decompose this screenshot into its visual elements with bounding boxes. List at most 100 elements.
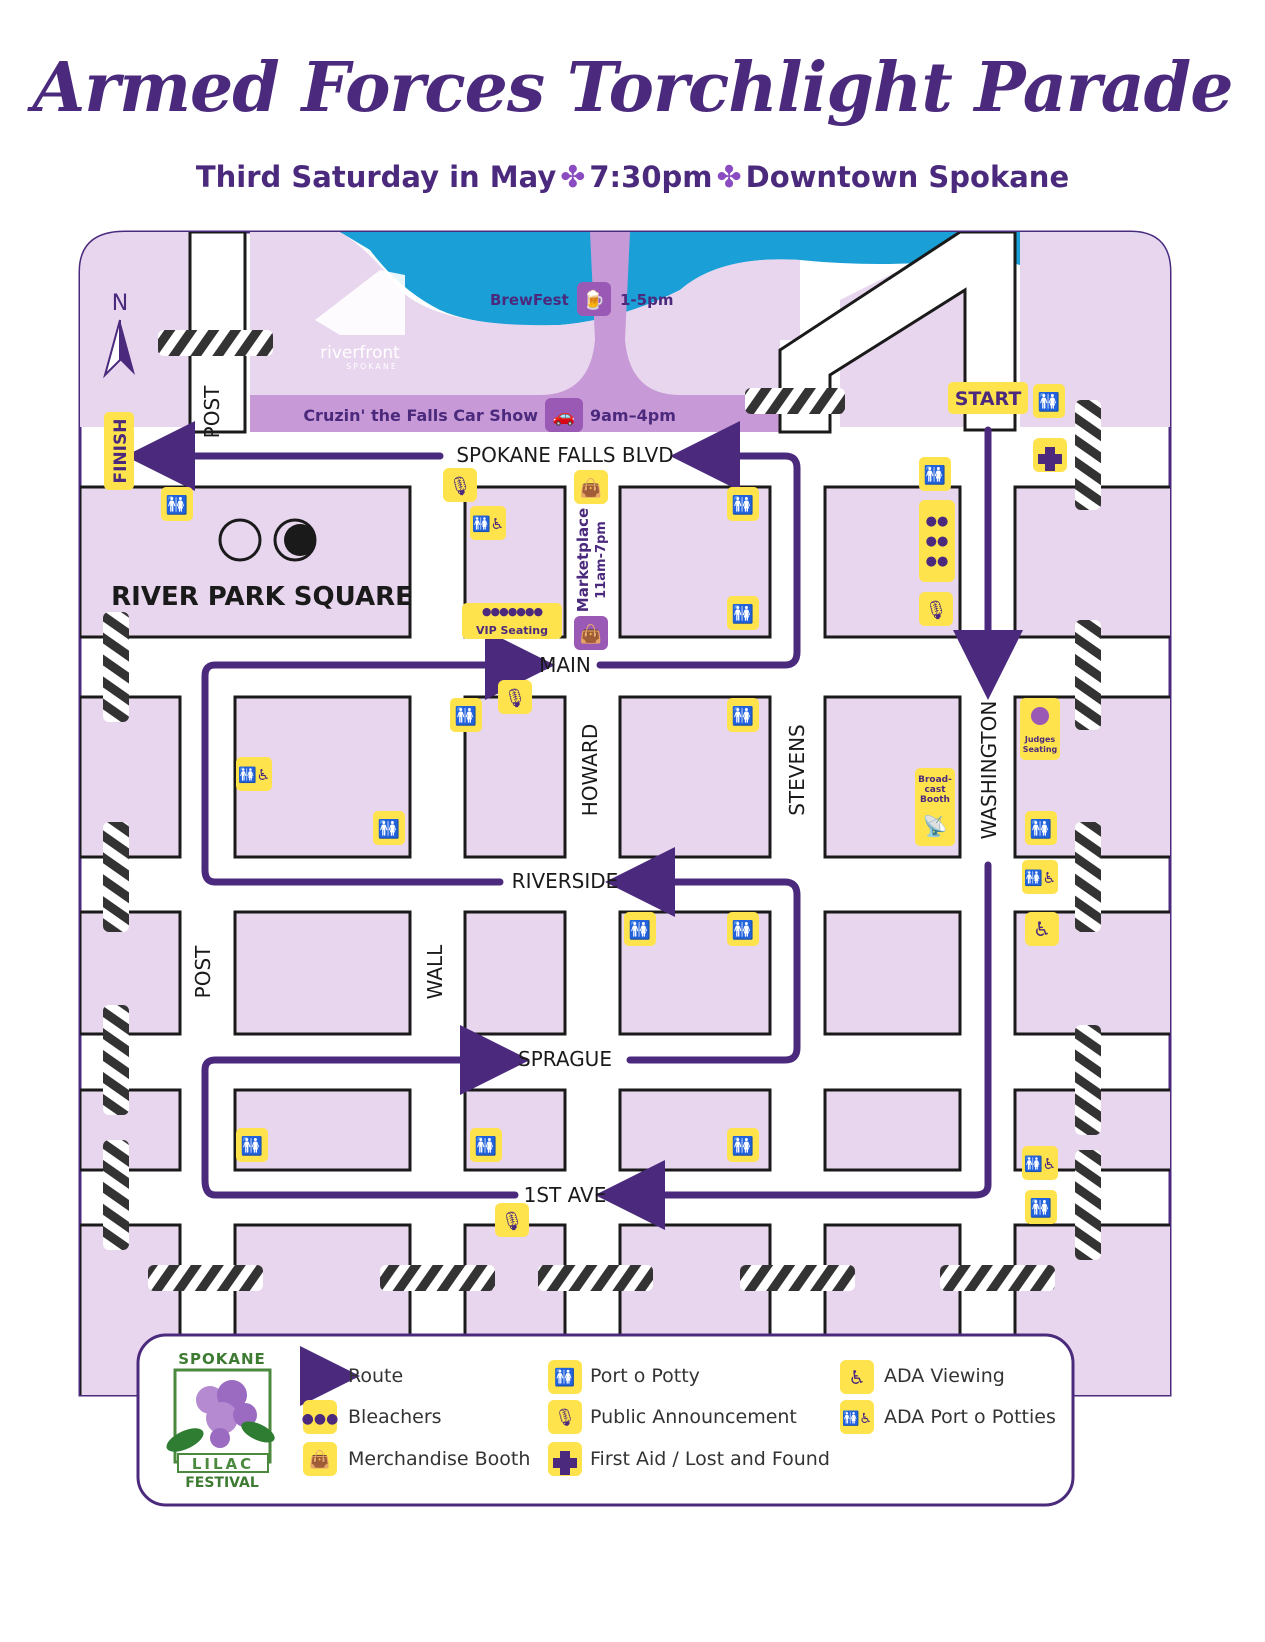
ada-port-o-potty-markers: 🚻♿ 🚻♿ 🚻♿ 🚻♿ bbox=[236, 506, 1058, 1180]
svg-text:👜: 👜 bbox=[580, 623, 602, 645]
ada-port-o-potties-icon bbox=[840, 1400, 874, 1434]
legend-bleachers-label: Bleachers bbox=[348, 1406, 442, 1428]
legend-port-o-potty-label: Port o Potty bbox=[590, 1365, 700, 1387]
beer-mug-icon bbox=[577, 282, 611, 316]
vip-seating-bleachers-icon bbox=[462, 603, 562, 639]
car-icon bbox=[545, 398, 583, 432]
street-riverside: RIVERSIDE bbox=[512, 869, 619, 893]
riverfront-park bbox=[250, 232, 800, 395]
svg-text:🎙: 🎙 bbox=[504, 688, 527, 709]
svg-text:●●●●●●●: ●●●●●●● bbox=[482, 605, 543, 618]
satellite-dish-icon: 📡 bbox=[923, 813, 948, 838]
riverfront-logo: riverfront SPOKANE bbox=[315, 270, 405, 371]
microphone-icon bbox=[495, 1203, 529, 1237]
port-o-potty-icon bbox=[624, 912, 656, 946]
subtitle-time: 7:30pm bbox=[589, 160, 713, 194]
brewfest-label: BrewFest bbox=[490, 291, 569, 309]
city-block bbox=[80, 910, 182, 1036]
river-park-square-logo-icon bbox=[218, 518, 317, 562]
lilac-flower-icon: ✤ bbox=[560, 160, 586, 195]
marketplace-label: Marketplace bbox=[574, 508, 592, 612]
merchandise-bag-icon bbox=[574, 470, 608, 504]
parade-route bbox=[125, 421, 1023, 1230]
svg-text:●●: ●● bbox=[926, 534, 949, 549]
port-o-potty-icon bbox=[1033, 384, 1065, 418]
bleachers-icon bbox=[919, 500, 955, 582]
port-o-potty-markers: 🚻 🚻 🚻 🚻 🚻 🚻 🚻 🚻 🚻 🚻 🚻 🚻 🚻 🚻 🚻 bbox=[161, 384, 1065, 1224]
street-washington: WASHINGTON bbox=[977, 701, 1001, 840]
port-o-potty-icon bbox=[1025, 811, 1057, 845]
finish-label: FINISH bbox=[111, 419, 131, 484]
svg-text:🚻♿: 🚻♿ bbox=[472, 515, 504, 533]
barricade bbox=[940, 1265, 1055, 1291]
barricade bbox=[1075, 1025, 1101, 1135]
ada-port-o-potties-icon bbox=[1022, 1146, 1058, 1180]
port-o-potty-icon bbox=[548, 1360, 582, 1394]
lilac-flower-icon: ✤ bbox=[716, 160, 742, 195]
svg-text:🚻: 🚻 bbox=[732, 705, 754, 727]
finish-marker bbox=[104, 412, 134, 490]
svg-text:🍺: 🍺 bbox=[583, 289, 605, 311]
city-block bbox=[463, 910, 567, 1036]
svg-text:🎙: 🎙 bbox=[501, 1211, 524, 1232]
svg-text:🚻: 🚻 bbox=[475, 1135, 497, 1157]
barricade bbox=[1075, 822, 1101, 932]
svg-text:🚻: 🚻 bbox=[1038, 391, 1060, 413]
broadcast-label-1: Broad- bbox=[918, 775, 952, 785]
port-o-potty-icon bbox=[236, 1128, 268, 1162]
city-block bbox=[80, 232, 190, 427]
port-o-potty-icon bbox=[450, 698, 482, 732]
broadcast-label-2: cast bbox=[924, 785, 946, 795]
svg-text:🎙: 🎙 bbox=[925, 600, 948, 621]
city-block bbox=[233, 910, 412, 1036]
svg-text:👜: 👜 bbox=[580, 477, 602, 499]
svg-text:🚻: 🚻 bbox=[378, 818, 400, 840]
merchandise-bag-icon bbox=[574, 616, 608, 650]
svg-text:SPOKANE: SPOKANE bbox=[346, 362, 398, 371]
public-announcement-markers: 🎙 🎙 🎙 🎙 bbox=[443, 468, 953, 1237]
svg-text:●●●: ●●● bbox=[302, 1411, 339, 1427]
car-show-label: Cruzin' the Falls Car Show bbox=[303, 406, 538, 425]
ada-port-o-potties-icon bbox=[1022, 860, 1058, 894]
svg-text:🎙: 🎙 bbox=[554, 1408, 576, 1428]
svg-text:🚻♿: 🚻♿ bbox=[1024, 869, 1056, 887]
microphone-icon bbox=[443, 468, 477, 502]
port-o-potty-icon bbox=[727, 1128, 759, 1162]
city-block bbox=[823, 910, 962, 1036]
north-arrow-icon: N bbox=[103, 291, 135, 379]
svg-text:🚻: 🚻 bbox=[166, 494, 188, 516]
svg-text:♿: ♿ bbox=[848, 1367, 865, 1389]
vip-seating-label: VIP Seating bbox=[476, 624, 548, 637]
port-o-potty-icon bbox=[919, 457, 951, 491]
legend-box bbox=[136, 1333, 1075, 1507]
washington-bridge-area bbox=[1020, 232, 1170, 427]
microphone-icon bbox=[498, 680, 532, 714]
svg-text:♿: ♿ bbox=[1033, 917, 1051, 941]
svg-text:👜: 👜 bbox=[309, 1449, 330, 1470]
barricade bbox=[380, 1265, 495, 1291]
svg-text:🚻: 🚻 bbox=[732, 494, 754, 516]
street-1st-ave: 1ST AVE bbox=[524, 1183, 607, 1207]
river-park-square-block bbox=[80, 485, 412, 639]
barricade bbox=[103, 822, 129, 932]
street-howard: HOWARD bbox=[578, 724, 602, 816]
barricade bbox=[103, 612, 129, 722]
bleachers-icon bbox=[303, 1400, 337, 1434]
wheelchair-icon bbox=[840, 1360, 874, 1394]
svg-text:FESTIVAL: FESTIVAL bbox=[185, 1475, 259, 1491]
ada-port-o-potties-icon bbox=[236, 757, 272, 791]
svg-text:🚻: 🚻 bbox=[732, 603, 754, 625]
svg-text:●●: ●● bbox=[926, 514, 949, 529]
barricade bbox=[1075, 400, 1101, 510]
svg-text:🎙: 🎙 bbox=[449, 476, 472, 497]
street-spokane-falls-blvd: SPOKANE FALLS BLVD bbox=[456, 443, 673, 467]
svg-text:LILAC: LILAC bbox=[192, 1455, 254, 1473]
barricade bbox=[745, 388, 845, 414]
svg-text:SPOKANE: SPOKANE bbox=[178, 1350, 266, 1368]
svg-text:🚻: 🚻 bbox=[629, 919, 651, 941]
barricades bbox=[103, 330, 1101, 1291]
microphone-icon bbox=[548, 1400, 582, 1434]
svg-text:🚻: 🚻 bbox=[554, 1367, 575, 1388]
wheelchair-icon bbox=[1025, 912, 1059, 946]
